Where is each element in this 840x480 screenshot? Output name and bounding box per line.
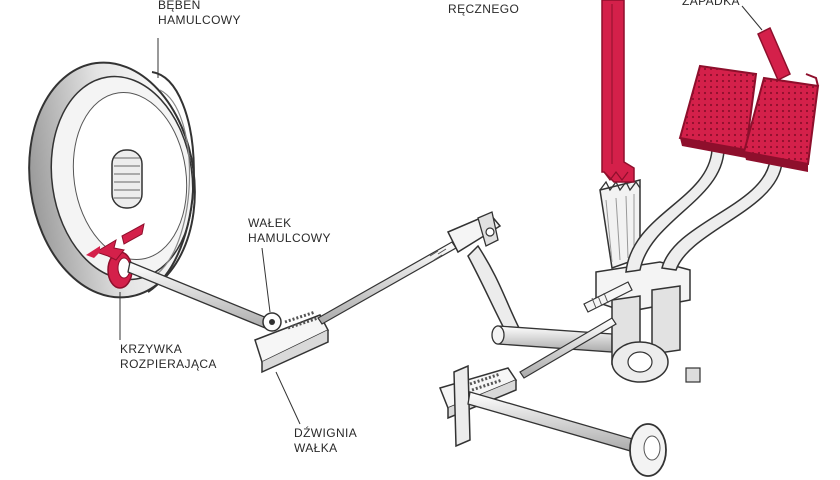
rear-cam-shaft — [467, 391, 667, 477]
label-ratchet-line1: ZAPADKA — [682, 0, 740, 8]
label-shaft-lever-line2: WAŁKA — [294, 441, 338, 455]
leader-pawl — [741, 5, 763, 31]
leader-lines — [119, 5, 763, 425]
label-brake-drum-line1: BĘBEN — [158, 0, 201, 12]
leader-lever — [275, 371, 301, 425]
pull-rod — [317, 241, 457, 325]
brake-pedal-pad — [742, 73, 820, 172]
label-shaft-lever-line1: DŹWIGNIA — [294, 426, 358, 440]
leader-shaft — [261, 247, 271, 313]
label-handbrake: RĘCZNEGO — [448, 2, 519, 17]
shaft-lever — [254, 310, 330, 374]
handbrake-lever — [601, 0, 635, 183]
label-shaft-lever: DŹWIGNIA WAŁKA — [294, 426, 357, 456]
label-expanding-cam-line2: ROZPIERAJĄCA — [120, 357, 217, 371]
cam-shaft — [127, 261, 282, 332]
label-expanding-cam-line1: KRZYWKA — [120, 342, 183, 356]
clevis-fork — [446, 211, 502, 254]
label-handbrake-line1: RĘCZNEGO — [448, 2, 520, 16]
expanding-cam — [86, 223, 145, 289]
ratchet-pawl — [757, 26, 791, 82]
brake-drum — [28, 61, 196, 299]
label-expanding-cam: KRZYWKA ROZPIERAJĄCA — [120, 342, 217, 372]
label-brake-drum-line2: HAMULCOWY — [158, 13, 241, 27]
label-ratchet: ZAPADKA — [682, 0, 740, 9]
drum-hub — [111, 149, 143, 209]
pedal-pivot-block — [583, 261, 701, 383]
label-brake-drum: BĘBEN HAMULCOWY — [158, 0, 241, 28]
clutch-pedal-pad — [678, 64, 758, 158]
label-brake-shaft: WAŁEK HAMULCOWY — [248, 216, 331, 246]
lower-rod — [519, 317, 617, 379]
label-brake-shaft-line1: WAŁEK — [248, 216, 292, 230]
label-brake-shaft-line2: HAMULCOWY — [248, 231, 331, 245]
pedal-arms — [625, 149, 783, 273]
